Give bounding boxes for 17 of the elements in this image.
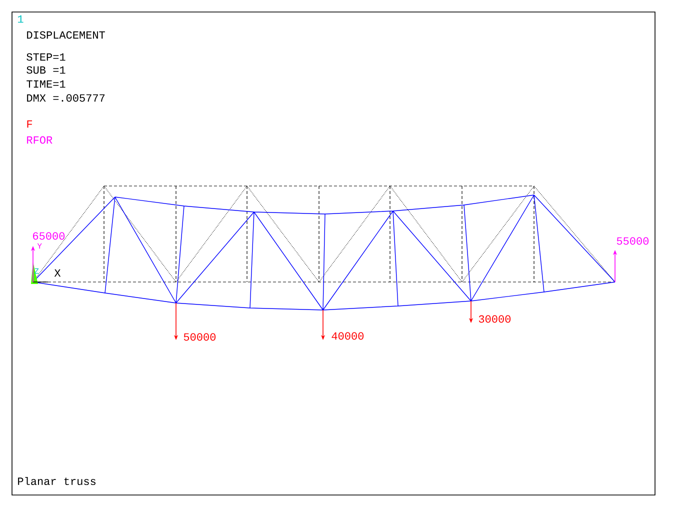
force-value: 30000 (478, 315, 511, 323)
axis-letter: X (54, 269, 61, 277)
axis-letter: Y (37, 243, 42, 249)
result-title: DISPLACEMENT (27, 31, 105, 39)
force-value: 50000 (184, 333, 216, 341)
load-type-label: F (27, 120, 32, 128)
force-value: 40000 (332, 332, 364, 340)
step-label: STEP=1 (26, 53, 66, 61)
max-displacement-label: DMX =.005777 (27, 94, 105, 102)
force-value: 65000 (33, 232, 65, 240)
step-label: TIME=1 (26, 80, 66, 88)
caption-text: Planar truss (18, 476, 96, 486)
load-type-label: RFOR (27, 136, 52, 144)
step-label: SUB =1 (26, 66, 66, 74)
axis-letter: Z (34, 268, 39, 274)
plot-number: 1 (18, 15, 24, 23)
force-value: 55000 (616, 237, 649, 245)
